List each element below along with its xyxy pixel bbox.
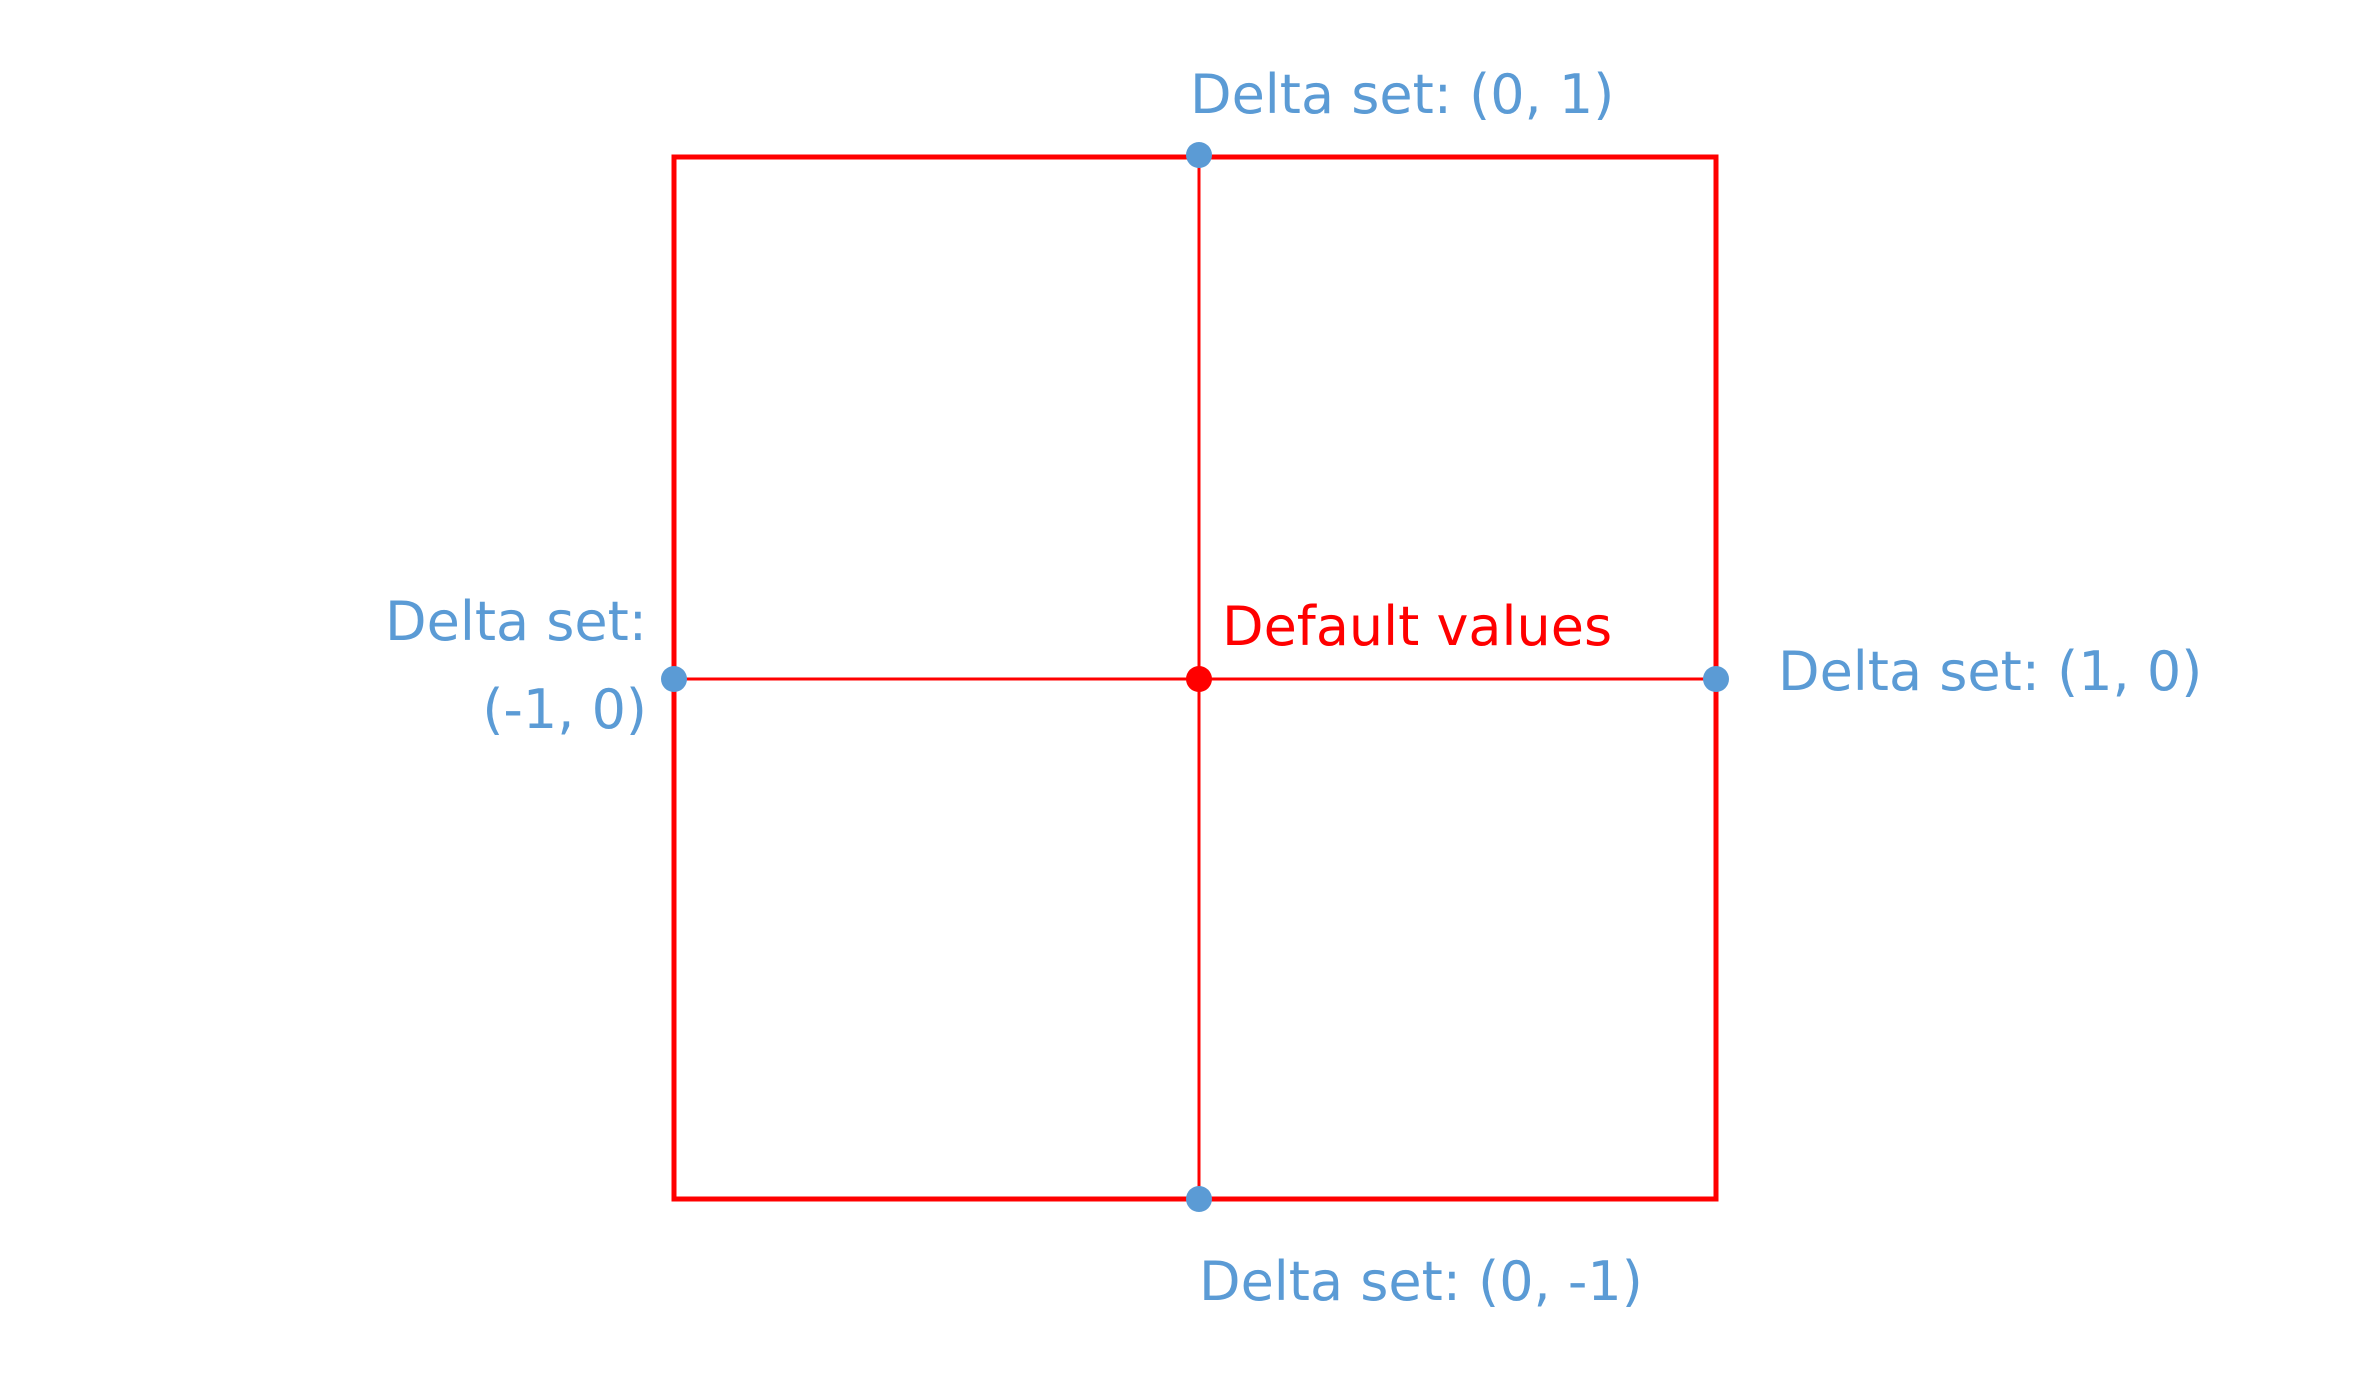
label-delta-top: Delta set: (0, 1) <box>1190 63 1614 126</box>
label-delta-right: Delta set: (1, 0) <box>1778 640 2202 703</box>
delta-point-bottom <box>1186 1186 1212 1212</box>
delta-point-right <box>1703 666 1729 692</box>
label-default-values: Default values <box>1222 595 1612 658</box>
delta-point-left <box>661 666 687 692</box>
delta-point-top <box>1186 142 1212 168</box>
label-delta-left-line2: (-1, 0) <box>482 678 647 741</box>
label-delta-bottom: Delta set: (0, -1) <box>1199 1250 1643 1313</box>
label-delta-left-line1: Delta set: <box>385 590 647 653</box>
default-values-point <box>1186 666 1212 692</box>
